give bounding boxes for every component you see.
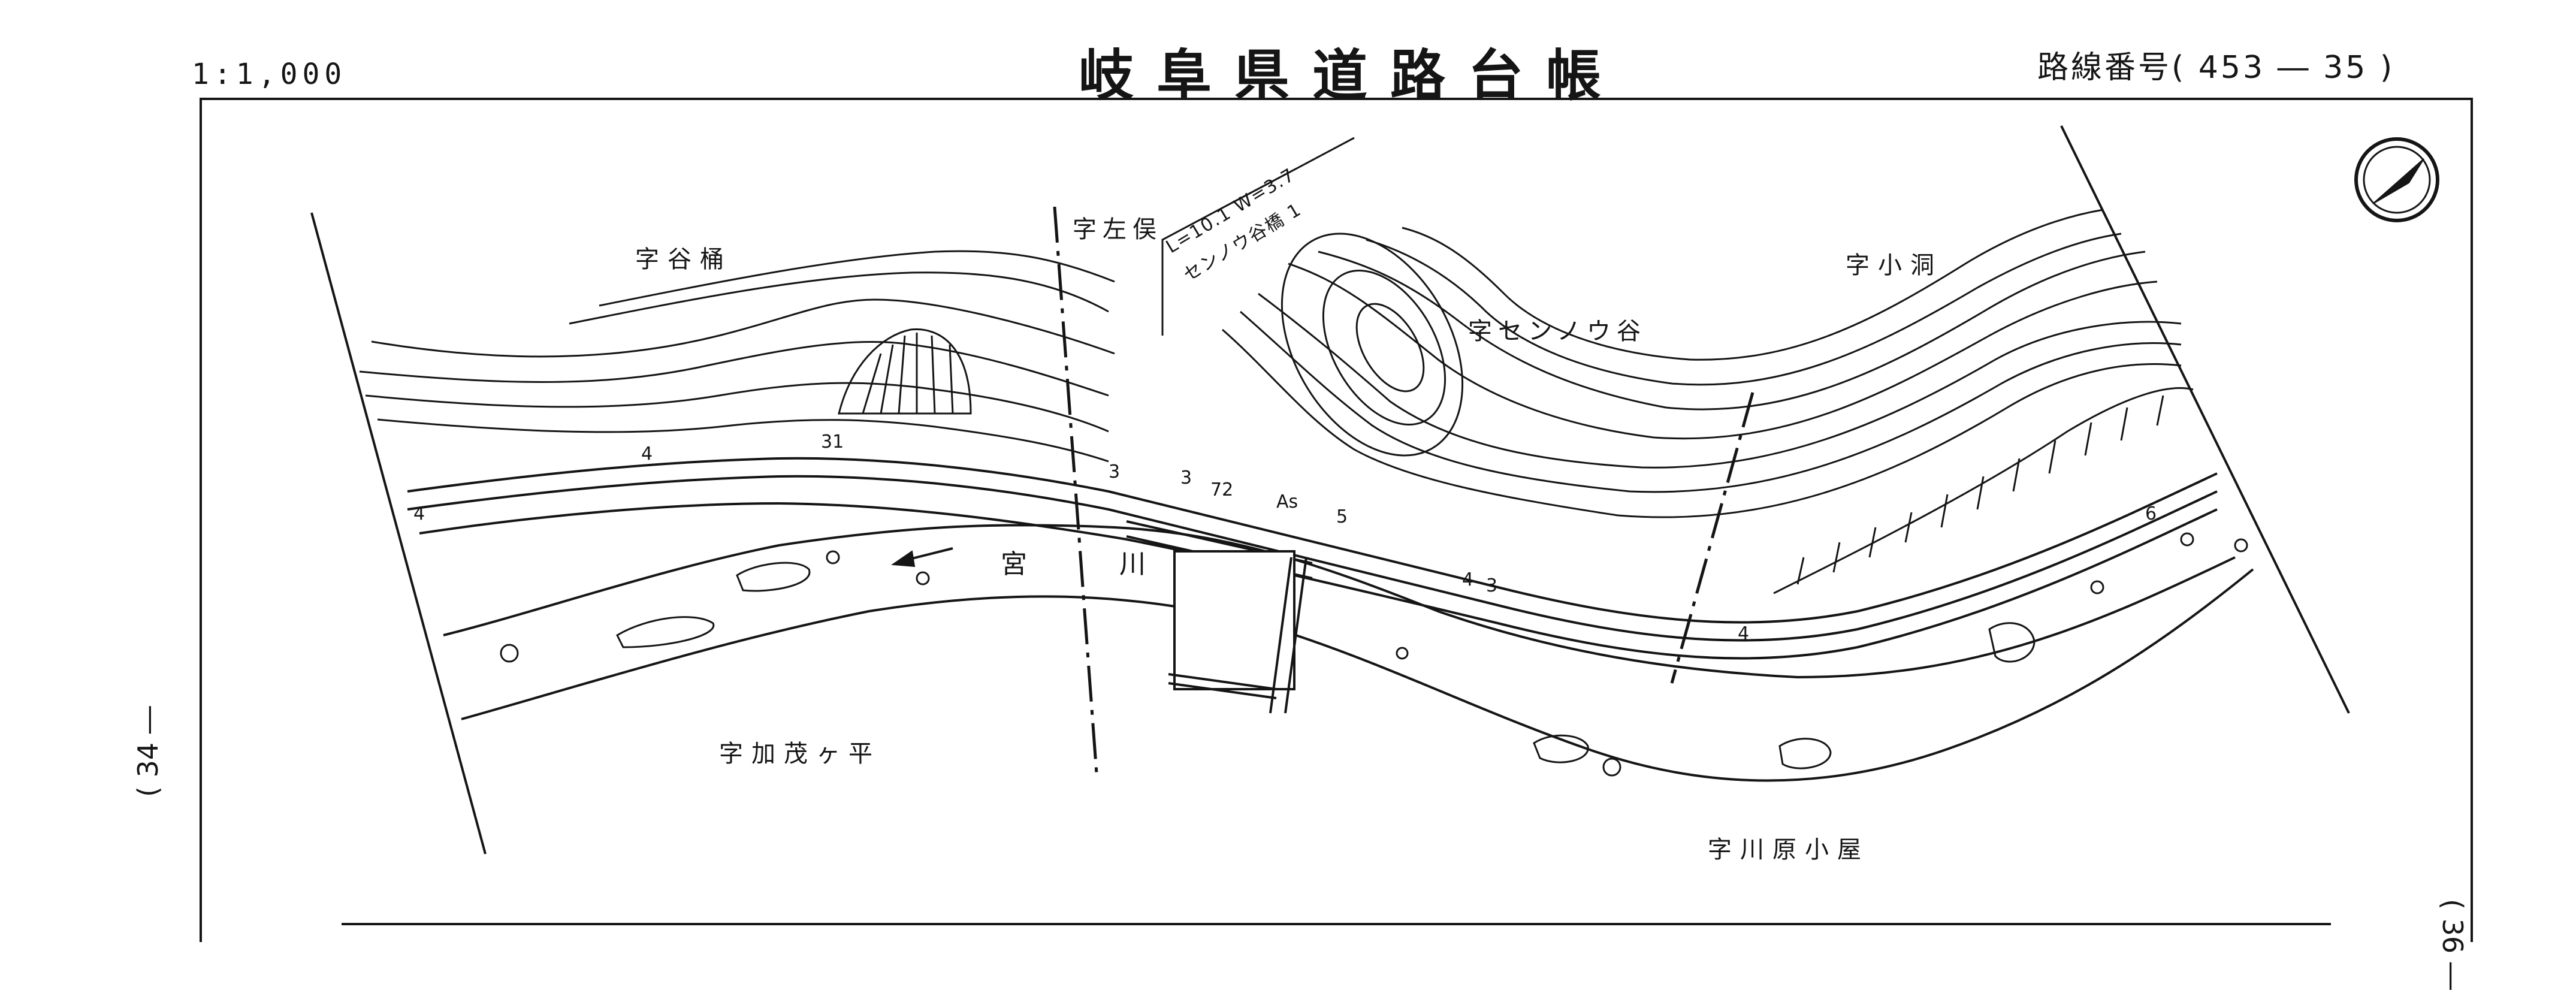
retaining-wall-left: [838, 328, 972, 415]
place-kobora: 字小洞: [1846, 252, 1943, 279]
road-width-label: 5: [1336, 506, 1348, 527]
road-width-label: 3: [1486, 575, 1498, 596]
bridge-structure: [1126, 520, 1313, 714]
river-name: 宮 川: [1001, 549, 1188, 579]
road-width-label: 3: [1109, 461, 1121, 482]
road-width-label: 31: [821, 431, 844, 452]
section-line-left: [1053, 206, 1098, 774]
place-sennoudani: 字センノウ谷: [1468, 318, 1647, 345]
road-width-label: 6: [2145, 503, 2157, 524]
arrow-left-icon: [891, 547, 953, 568]
sheet-boundary-right: [2060, 125, 2350, 714]
section-line-right: [1670, 392, 1754, 684]
road-width-label: 72: [1210, 479, 1234, 500]
road-width-label: 4: [641, 443, 653, 464]
river-rocks: [500, 532, 2248, 777]
retaining-wall-right: [1773, 387, 2194, 594]
place-tanioke: 字谷桶: [635, 246, 732, 273]
road-width-label: 4: [413, 503, 425, 524]
river-banks: [443, 524, 2254, 782]
map-drawing: [200, 98, 2473, 942]
place-kawarakoya: 字川原小屋: [1708, 836, 1870, 864]
bridge-leader-line: [1161, 137, 1355, 336]
road-width-label: 3: [1180, 467, 1192, 488]
place-sabamata: 字左俣: [1073, 216, 1162, 243]
contour-lines: [359, 209, 2182, 518]
road-width-label: 4: [1462, 569, 1474, 590]
north-arrow-icon: [2354, 137, 2439, 222]
place-kamogahira: 字加茂ヶ平: [719, 740, 881, 768]
map-frame: [200, 98, 2473, 942]
road-ledger-sheet: 1:1,000 岐阜県道路台帳 路線番号( 453 ― 35 ) ( 34 ― …: [132, 43, 2473, 990]
scale-label: 1:1,000: [192, 58, 347, 91]
road-width-label: 4: [1738, 623, 1750, 644]
surface-label: As: [1276, 491, 1298, 512]
road-edges: [407, 457, 2218, 660]
page-title: 岐阜県道路台帳: [1079, 43, 1624, 108]
route-number: 路線番号( 453 ― 35 ): [2037, 50, 2395, 86]
sheet-boundary-left: [310, 212, 487, 855]
